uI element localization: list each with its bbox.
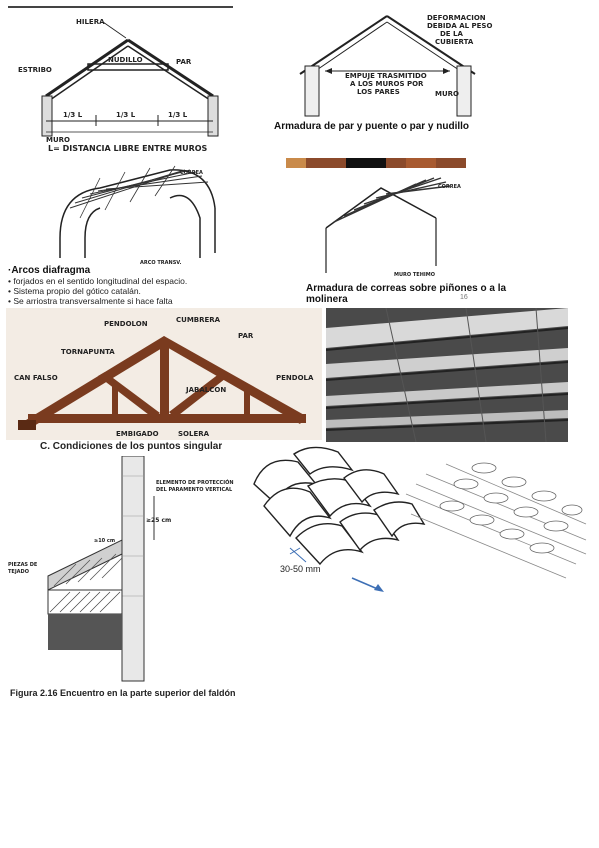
label-hilera: HILERA [76,18,105,26]
cercha-drawing: PENDOLON CUMBRERA TORNAPUNTA PAR CAN FAL… [14,316,314,438]
label-correa-1: CORREA [180,170,203,176]
bullet-3: • Se arriostra transversalmente si hace … [8,296,173,306]
page-number: 16 [460,294,468,301]
caption-par-puente: Armadura de par y puente o par y nudillo [274,121,470,132]
section-title-puntos-singulares: C. Condiciones de los puntos singular [40,441,223,451]
label-deformacion-3: DE LA [440,30,463,38]
label-embigado: EMBIGADO [116,430,159,438]
figure-deformacion: DEFORMACION DEBIDA AL PESO DE LA CUBIERT… [275,4,520,119]
label-third-left: 1/3 L [63,111,83,119]
figure-par-nudillo: HILERA ESTRIBO NUDILLO PAR 1/3 L 1/3 L 1… [8,4,243,154]
deformacion-drawing: DEFORMACION DEBIDA AL PESO DE LA CUBIERT… [299,14,492,117]
label-deformacion-4: CUBIERTA [435,38,474,46]
nave-photo-drawing [326,308,568,442]
label-empuje-2: A LOS MUROS POR [350,80,424,88]
label-pendolon: PENDOLON [104,320,148,328]
label-pendola: PENDOLA [276,374,314,382]
label-tornapunta: TORNAPUNTA [61,348,115,356]
label-elemento-2: DEL PARAMENTO VERTICAL [156,487,233,493]
pinones-drawing: CORREA MURO TEHIMO [286,158,466,278]
par-nudillo-drawing: HILERA ESTRIBO NUDILLO PAR 1/3 L 1/3 L 1… [8,6,233,153]
title-arcos-diafragma: ·Arcos diafragma [8,265,91,276]
label-cota-small: ≥10 cm [94,538,115,544]
caption-correas-2: molinera [306,294,348,302]
label-empuje-3: LOS PARES [357,88,400,96]
figure-arcos-diafragma: CORREA ARCO TRANSV. [40,158,240,266]
label-jabalcon: JABALCON [185,386,226,394]
label-elemento: ELEMENTO DE PROTECCIÓN [156,479,234,486]
label-piezas: PIEZAS DE [8,562,38,568]
bullet-2: • Sistema propio del gótico catalán. [8,286,141,296]
label-cumbrera: CUMBRERA [176,316,221,324]
caption-figura-216: Figura 2.16 Encuentro en la parte superi… [10,688,236,698]
figure-correas-pinones: CORREA MURO TEHIMO [286,158,466,280]
label-par-2: PAR [238,332,254,340]
label-deformacion-2: DEBIDA AL PESO [427,22,492,30]
label-muro: MURO [46,136,70,144]
label-arco-transv: ARCO TRANSV. [140,260,182,266]
bullet-1: • forjados en el sentido longitudinal de… [8,276,188,286]
label-estribo: ESTRIBO [18,66,52,74]
figure-cercha-madera: PENDOLON CUMBRERA TORNAPUNTA PAR CAN FAL… [6,308,322,440]
figure-tejas-curvas: 30-50 mm [246,444,590,594]
figure-encuentro-faldon: ELEMENTO DE PROTECCIÓN DEL PARAMENTO VER… [6,456,246,686]
label-solera: SOLERA [178,430,210,438]
label-piezas-2: TEJADO [8,569,29,575]
label-deformacion: DEFORMACION [427,14,486,22]
label-third-right: 1/3 L [168,111,188,119]
label-muro-tehimo: MURO TEHIMO [394,272,435,278]
label-empuje: EMPUJE TRASMITIDO [345,72,427,80]
label-par: PAR [176,58,192,66]
photo-nave-cubierta [326,308,568,442]
caption-correas-1: Armadura de correas sobre piñones o a la [306,283,507,294]
label-correa-2: CORREA [438,184,461,190]
label-can-falso: CAN FALSO [14,374,58,382]
label-distancia-note: L= DISTANCIA LIBRE ENTRE MUROS [48,144,208,153]
tejas-drawing: 30-50 mm [253,446,587,592]
label-cota: ≥25 cm [146,517,171,524]
label-muro-2: MURO [435,90,459,98]
faldon-drawing: ELEMENTO DE PROTECCIÓN DEL PARAMENTO VER… [8,456,234,682]
arcos-drawing: CORREA ARCO TRANSV. [59,165,216,266]
label-30-50-mm: 30-50 mm [280,564,321,574]
label-nudillo: NUDILLO [108,56,143,64]
label-third-mid: 1/3 L [116,111,136,119]
